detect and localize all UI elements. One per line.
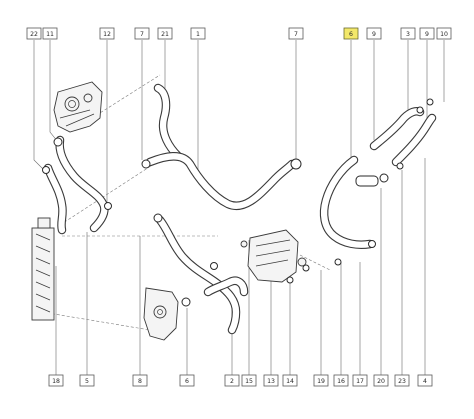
callout-21: 21 — [157, 27, 173, 40]
callout-label: 16 — [337, 378, 345, 385]
callout-15: 15 — [241, 374, 257, 387]
callout-23: 23 — [394, 374, 410, 387]
callout-label: 17 — [356, 378, 364, 385]
callout-4: 4 — [417, 374, 433, 387]
radiator — [31, 217, 55, 321]
callout-19: 19 — [313, 374, 329, 387]
heat-exchanger — [240, 229, 307, 283]
callout-label: 7 — [140, 31, 144, 38]
callout-17: 17 — [352, 374, 368, 387]
callout-label: 9 — [425, 31, 429, 38]
clamps — [42, 98, 434, 307]
callout-14: 14 — [282, 374, 298, 387]
callout-11: 11 — [42, 27, 58, 40]
callout-label: 5 — [85, 378, 89, 385]
callout-7: 7 — [134, 27, 150, 40]
callout-8: 8 — [132, 374, 148, 387]
callout-12: 12 — [99, 27, 115, 40]
callout-10: 10 — [436, 27, 452, 40]
callout-3: 3 — [400, 27, 416, 40]
callout-label: 6 — [185, 378, 189, 385]
callout-label: 8 — [138, 378, 142, 385]
callout-label: 4 — [423, 378, 427, 385]
assembly-dashed-lines — [41, 74, 331, 331]
callout-18: 18 — [48, 374, 64, 387]
callout-label: 11 — [46, 31, 54, 38]
callout-1: 1 — [190, 27, 206, 40]
callout-label: 15 — [245, 378, 253, 385]
callout-label: 12 — [103, 31, 111, 38]
callout-16: 16 — [333, 374, 349, 387]
callout-label: 23 — [398, 378, 406, 385]
hoses — [43, 83, 437, 335]
callout-label: 7 — [294, 31, 298, 38]
callout-label: 19 — [317, 378, 325, 385]
callout-label: 2 — [230, 378, 234, 385]
callout-label: 18 — [52, 378, 60, 385]
callout-label: 1 — [196, 31, 200, 38]
callout-22: 22 — [26, 27, 42, 40]
callout-5: 5 — [79, 374, 95, 387]
callout-label: 14 — [286, 378, 294, 385]
bottom-callouts: 18 5 8 6 2 15 13 14 19 16 17 20 23 4 — [48, 374, 433, 387]
callout-label: 20 — [377, 378, 385, 385]
callout-label: 22 — [30, 31, 38, 38]
callout-label: 6 — [349, 31, 353, 38]
callout-label: 21 — [161, 31, 169, 38]
callout-13: 13 — [263, 374, 279, 387]
callout-label: 3 — [406, 31, 410, 38]
callout-label: 10 — [440, 31, 448, 38]
callout-6b: 6 — [179, 374, 195, 387]
callout-6-highlighted: 6 — [343, 27, 359, 40]
leader-lines — [33, 40, 445, 375]
thermostat-housing — [53, 81, 103, 133]
callout-label: 9 — [372, 31, 376, 38]
water-pump-housing — [143, 287, 179, 341]
callout-9: 9 — [366, 27, 382, 40]
top-callouts: 22 11 12 7 21 1 7 6 9 3 9 10 — [26, 27, 452, 40]
callout-9b: 9 — [419, 27, 435, 40]
callout-7b: 7 — [288, 27, 304, 40]
callout-label: 13 — [267, 378, 275, 385]
callout-20: 20 — [373, 374, 389, 387]
callout-2: 2 — [224, 374, 240, 387]
